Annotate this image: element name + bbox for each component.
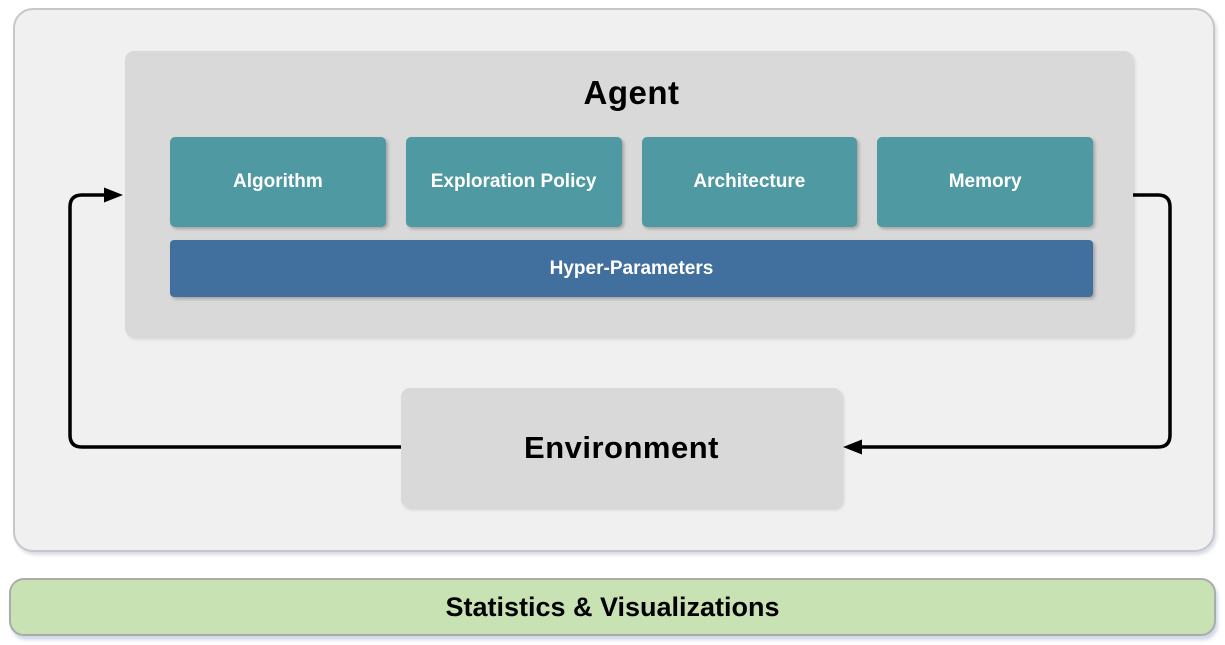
agent-title: Agent — [583, 74, 680, 111]
agent-box: Agent Algorithm Exploration Policy Archi… — [125, 51, 1133, 337]
component-architecture: Architecture — [641, 137, 858, 227]
component-exploration-policy: Exploration Policy — [405, 137, 622, 227]
agent-component-row: Algorithm Exploration Policy Architectur… — [170, 137, 1093, 227]
environment-box: Environment — [401, 388, 842, 508]
statistics-visualizations-bar: Statistics & Visualizations — [9, 578, 1216, 636]
component-memory: Memory — [877, 137, 1093, 227]
component-algorithm: Algorithm — [170, 137, 386, 227]
hyper-parameters-bar: Hyper-Parameters — [170, 240, 1093, 297]
